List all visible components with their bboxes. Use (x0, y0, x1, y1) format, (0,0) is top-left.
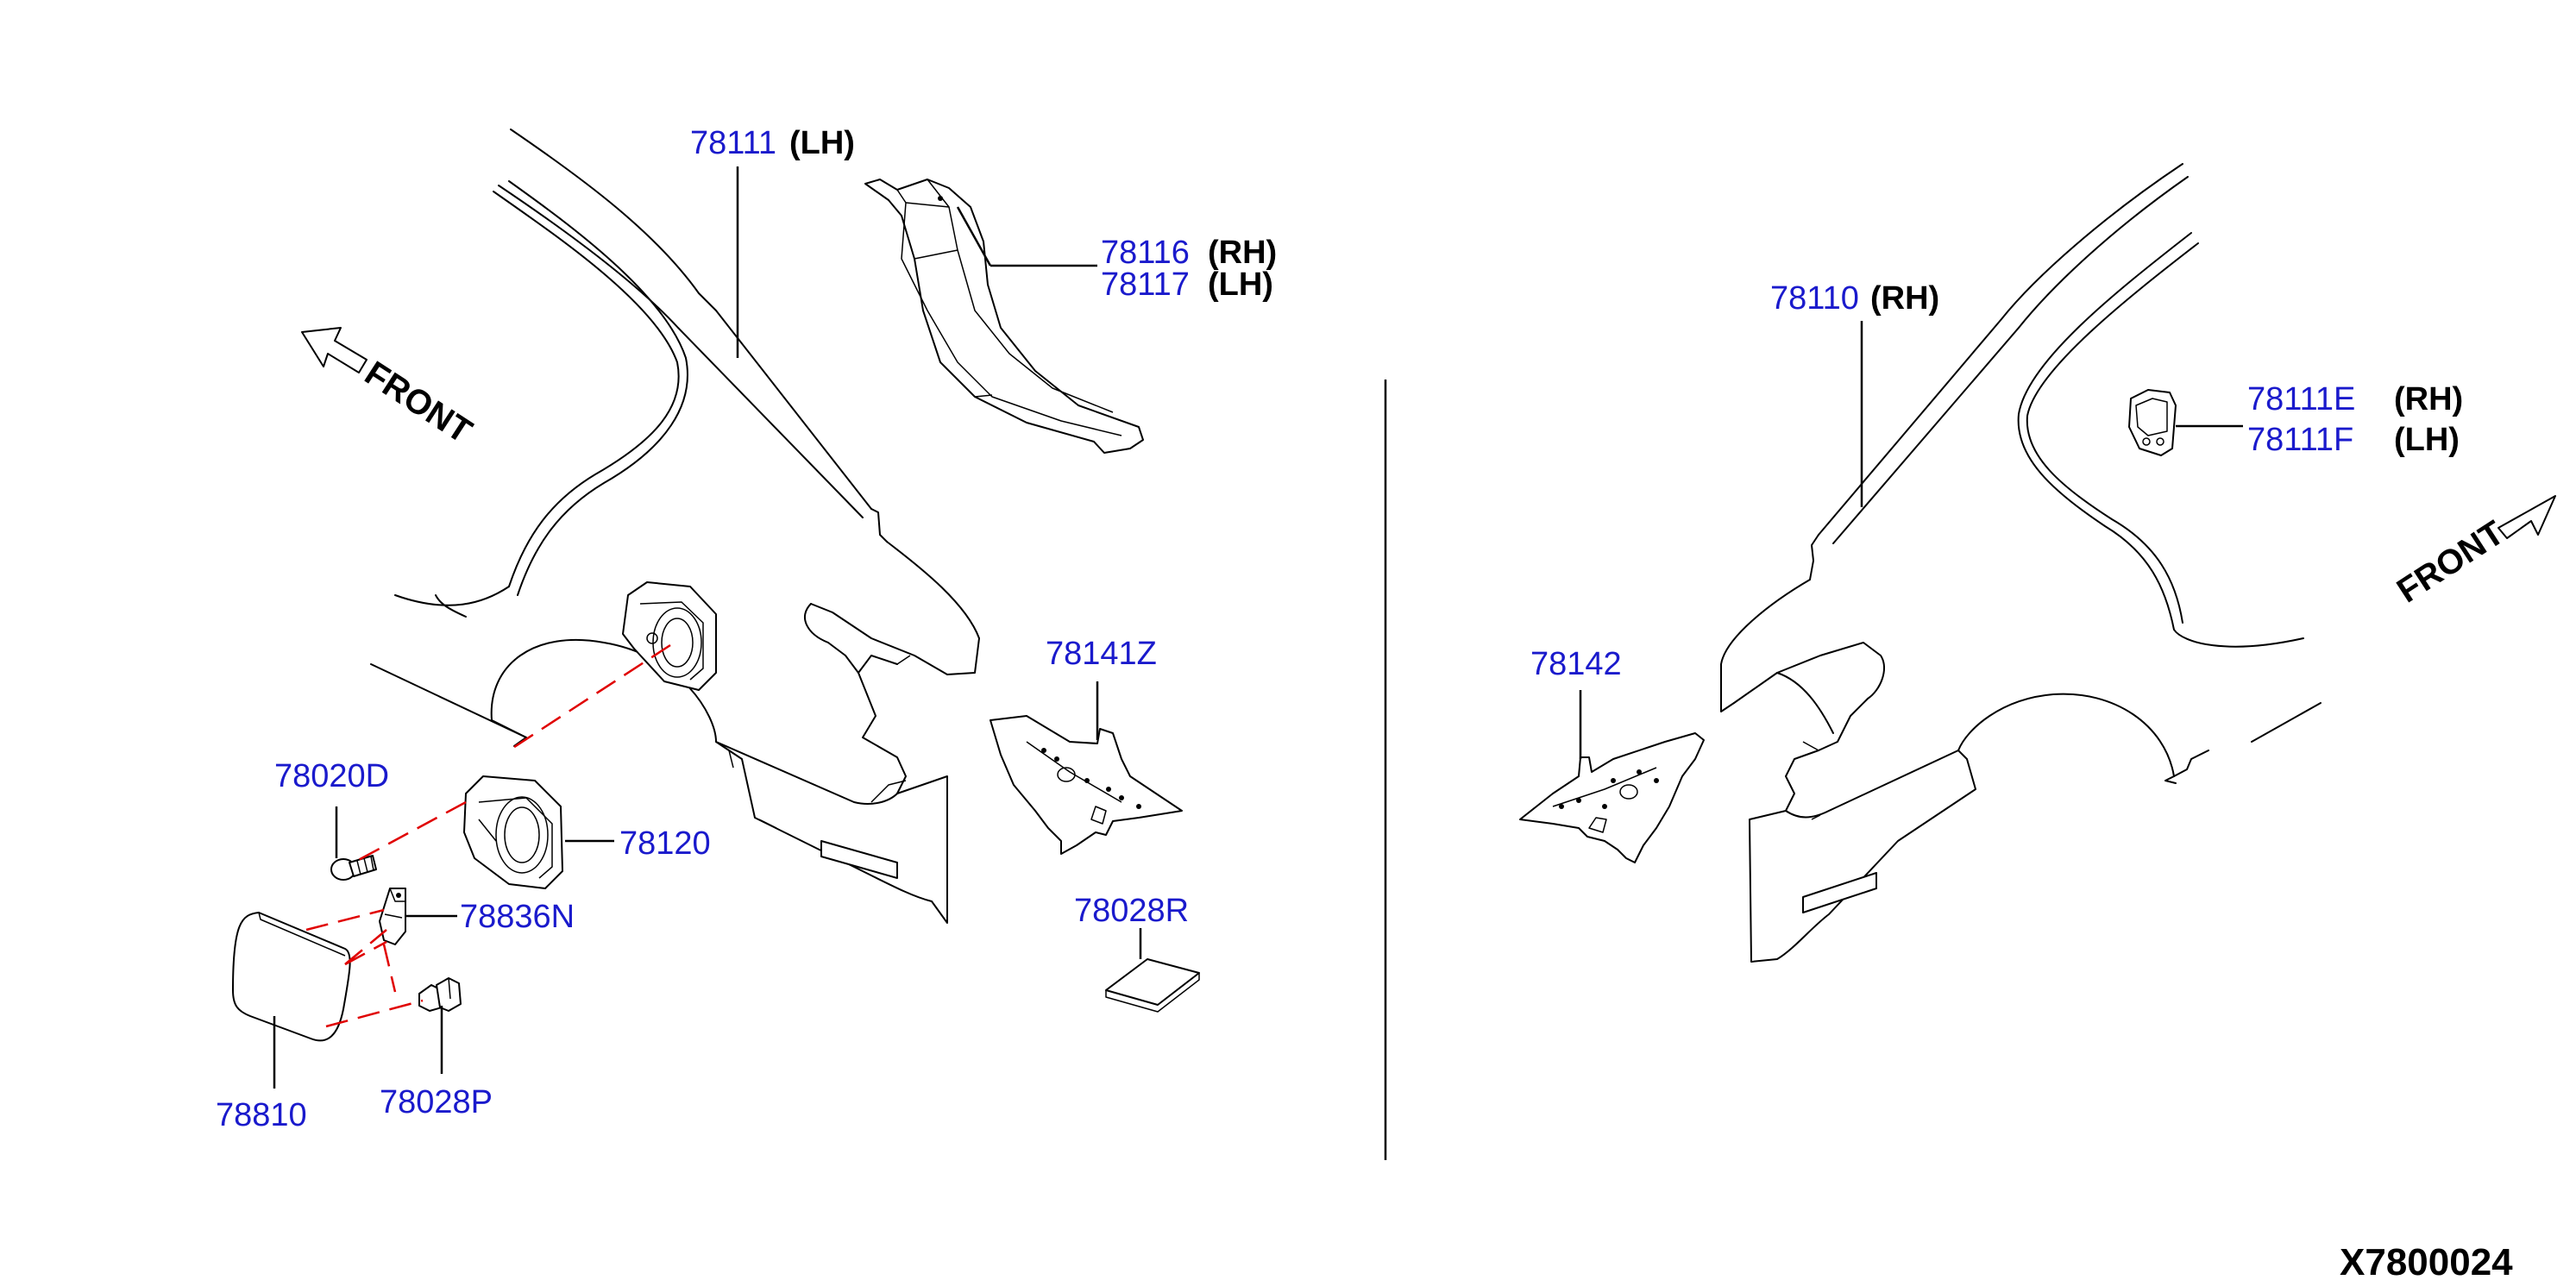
filler-base-installed (622, 581, 717, 691)
screw-78020D (330, 855, 377, 881)
label-78117-side: (LH) (1208, 267, 1273, 303)
filler-base-78120 (463, 775, 563, 889)
front-arrow-left-icon (301, 327, 368, 373)
pad-78028R (1105, 958, 1200, 1013)
diagram-reference: X7800024 (2340, 1241, 2513, 1280)
label-78111: 78111 (690, 125, 776, 161)
label-78110: 78110 (1770, 280, 1859, 317)
pillar-extension-78116 (864, 179, 1144, 454)
front-label-left: FRONT (358, 355, 479, 451)
label-78111F-side: (LH) (2394, 422, 2460, 458)
bracket-78111E (2128, 389, 2177, 456)
lh-quarter-panel (370, 129, 980, 924)
label-78116: 78116 (1101, 235, 1190, 271)
label-78110-side: (RH) (1870, 280, 1939, 317)
label-78141Z: 78141Z (1046, 636, 1157, 672)
label-78116-side: (RH) (1208, 235, 1277, 271)
label-78810: 78810 (216, 1097, 307, 1133)
clip-78836N (379, 888, 406, 945)
rh-quarter-panel (1720, 163, 2322, 963)
label-78142: 78142 (1530, 646, 1622, 682)
bracket-78141Z (990, 715, 1183, 855)
label-78028P: 78028P (380, 1084, 493, 1120)
front-arrow-right-icon (2497, 495, 2556, 539)
label-78111F: 78111F (2247, 422, 2353, 458)
fuel-lid-78810 (232, 912, 351, 1042)
label-78836N: 78836N (460, 899, 575, 935)
label-78117: 78117 (1101, 267, 1190, 303)
lh-leaders (273, 166, 1142, 1089)
label-78111E: 78111E (2247, 381, 2355, 417)
label-78111-side: (LH) (789, 125, 855, 161)
assembly-lines (305, 643, 671, 1028)
bracket-78142 (1519, 732, 1705, 863)
label-78020D: 78020D (274, 758, 389, 794)
label-78111E-side: (RH) (2394, 381, 2463, 417)
label-78028R: 78028R (1074, 893, 1189, 929)
bumper-78028P (418, 977, 462, 1012)
label-78120: 78120 (619, 825, 711, 862)
rh-leaders (1579, 321, 2243, 759)
front-label-right: FRONT (2391, 514, 2511, 611)
